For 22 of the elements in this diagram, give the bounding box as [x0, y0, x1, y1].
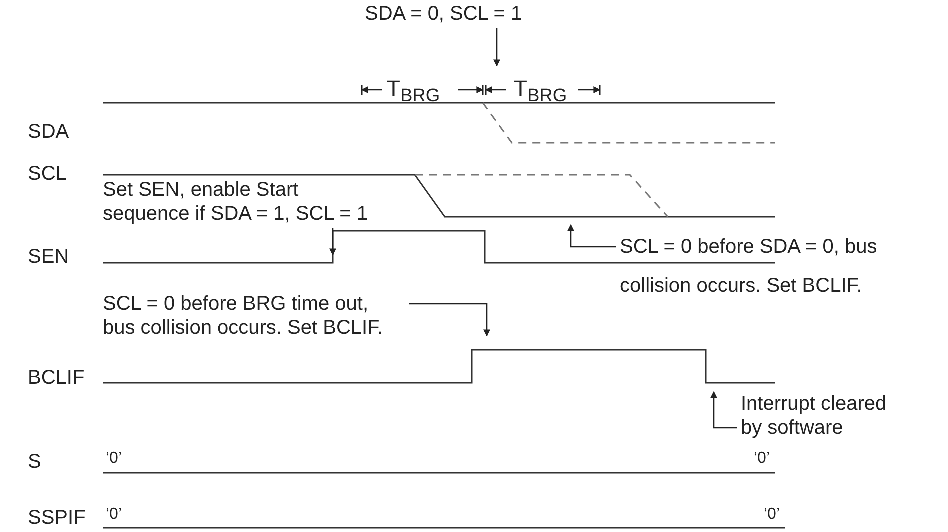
level-value: ‘0’ [764, 505, 780, 525]
leader-arrow [330, 228, 336, 256]
leader-arrow [710, 391, 737, 429]
dimension-label: T$_{BRG}$ [387, 77, 440, 108]
signal-name: SEN [28, 245, 70, 269]
leader-arrow [568, 224, 616, 248]
signal-name: S [28, 450, 42, 474]
signal-name: SCL [28, 162, 67, 186]
annotation-text: Interrupt cleared by software [741, 392, 888, 440]
level-value: ‘0’ [754, 449, 770, 469]
level-value: ‘0’ [106, 505, 122, 525]
signal-name: SSPIF [28, 506, 86, 530]
level-value: ‘0’ [106, 449, 122, 469]
leader-arrow [409, 303, 490, 337]
annotation-text: Set SEN, enable Start sequence if SDA = 1, SCL = 1 [103, 178, 369, 226]
annotation-text: SCL = 0 before BRG time out, bus collision occurs. Set BCLIF. [103, 292, 384, 340]
signal-name: SDA [28, 120, 70, 144]
annotation-text: SDA = 0, SCL = 1 [365, 2, 522, 26]
dimension-label: T$_{BRG}$ [514, 77, 568, 108]
signal-name: BCLIF [28, 366, 85, 390]
leader-arrow [494, 28, 500, 67]
annotation-text: SCL = 0 before SDA = 0, bus collision occurs. Set BCLIF. [620, 235, 878, 299]
